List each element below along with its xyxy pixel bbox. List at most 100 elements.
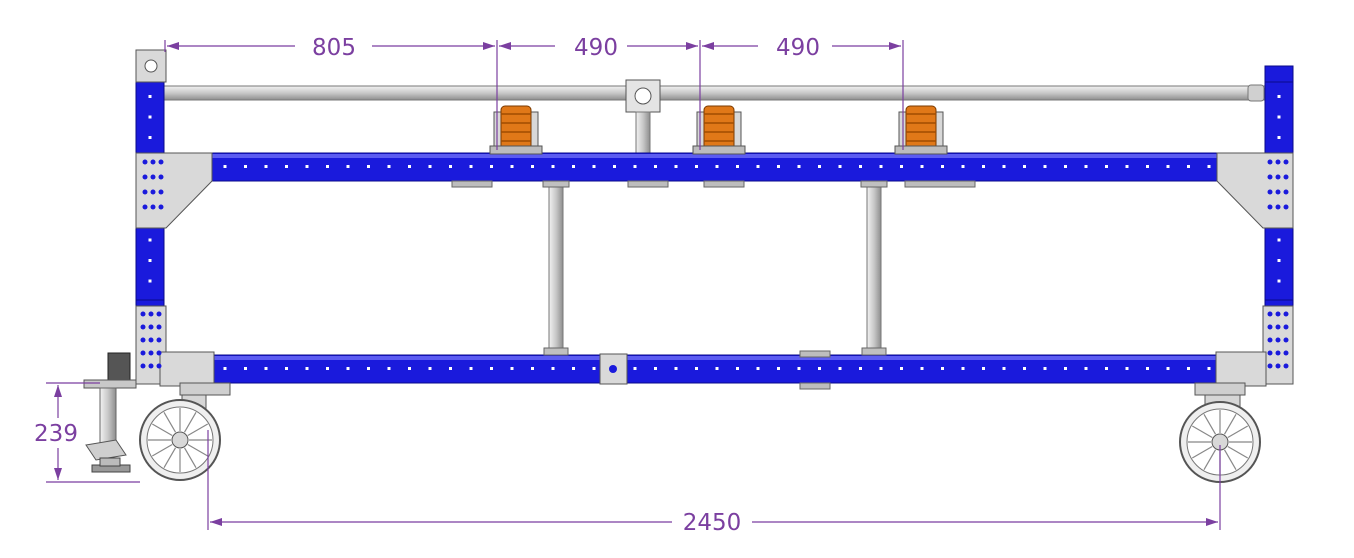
beam-hole	[982, 367, 985, 370]
wheel-spoke	[187, 443, 209, 457]
plate-hole	[1283, 189, 1289, 195]
beam-hole	[305, 367, 309, 370]
plate-hole	[148, 350, 154, 356]
upright-hole	[1277, 279, 1281, 283]
roller-base	[894, 145, 948, 155]
upright-hole	[148, 115, 152, 119]
plate-holes	[140, 159, 1289, 369]
plate-hole	[156, 337, 162, 343]
plate-hole	[1283, 311, 1289, 317]
beam-hole	[592, 165, 596, 168]
plate-hole	[1267, 174, 1273, 180]
plate-hole	[1283, 159, 1289, 165]
right-caster	[1179, 382, 1261, 483]
beam-hole	[346, 165, 350, 168]
plate-hole	[1267, 159, 1273, 165]
beam-hole	[449, 165, 452, 168]
plate-hole	[1275, 189, 1281, 195]
beam-hole	[408, 367, 411, 370]
plate-hole	[158, 204, 164, 210]
beam-hole	[859, 367, 862, 370]
beam-hole	[613, 165, 616, 168]
wheel-spoke	[163, 447, 177, 469]
handle-tube	[159, 85, 1266, 101]
beam-hole	[223, 367, 227, 370]
beam-hole	[756, 165, 760, 168]
beam-hole	[551, 367, 555, 370]
upright-hole	[1277, 238, 1281, 242]
plate-hole	[140, 350, 146, 356]
roller-blocks	[489, 105, 948, 155]
beam-hole	[244, 367, 247, 370]
plate-hole	[1267, 350, 1273, 356]
upright-hole	[1277, 136, 1281, 139]
beam-hole	[1166, 165, 1170, 168]
beam-hole	[1043, 165, 1047, 168]
plate-hole	[1283, 363, 1289, 369]
plate-hole	[1267, 204, 1273, 210]
beam-hole	[1146, 165, 1149, 168]
handle-end-cap	[1247, 84, 1265, 102]
beam-hole	[1002, 165, 1006, 168]
beam-hole	[1187, 165, 1190, 168]
plate-hole	[140, 363, 146, 369]
beam-hole	[592, 367, 596, 370]
plate-hole	[148, 363, 154, 369]
upright-hole	[148, 259, 152, 262]
lower-right-plate	[1262, 305, 1294, 385]
wheel-spoke	[151, 443, 173, 457]
beam-hole	[1125, 367, 1129, 370]
beam-hole	[387, 165, 391, 168]
beam-hole	[264, 367, 268, 370]
right-top-cap	[1264, 65, 1294, 83]
plate-hole	[150, 189, 156, 195]
wheel-spoke	[151, 423, 173, 437]
beam-hole	[285, 165, 288, 168]
plate-hole	[1275, 159, 1281, 165]
beam-hole	[920, 367, 924, 370]
beam-hole	[1105, 367, 1108, 370]
wheel-spoke	[1191, 425, 1213, 439]
upright-hole	[1277, 115, 1281, 119]
support-post-left-foot	[543, 347, 569, 356]
plate-hole	[142, 174, 148, 180]
wheel-spoke	[1227, 425, 1249, 439]
plate-hole	[150, 204, 156, 210]
dimension-arrows	[54, 42, 1218, 526]
beam-hole	[838, 165, 842, 168]
plate-hole	[148, 324, 154, 330]
lower-left-plate-2	[159, 351, 215, 387]
plate-hole	[1267, 311, 1273, 317]
beam-hole	[879, 165, 883, 168]
plate-hole	[158, 174, 164, 180]
beam-hole	[1043, 367, 1047, 370]
beam-hole	[531, 367, 534, 370]
beam-hole	[469, 367, 473, 370]
beam-hole	[941, 367, 944, 370]
center-post-upper	[635, 111, 651, 155]
beam-hole	[736, 165, 739, 168]
beam-hole	[838, 367, 842, 370]
plate-hole	[1275, 174, 1281, 180]
roller	[703, 105, 735, 151]
beam-hole	[1146, 367, 1149, 370]
beam-hole	[777, 367, 780, 370]
beam-hole	[428, 367, 432, 370]
beam-hole	[305, 165, 309, 168]
plate-hole	[1283, 324, 1289, 330]
beam-hole	[510, 367, 514, 370]
beam-hole	[387, 367, 391, 370]
plate-hole	[148, 337, 154, 343]
plate-hole	[1267, 189, 1273, 195]
beam-hole	[285, 367, 288, 370]
beam-hole	[961, 367, 965, 370]
plate-hole	[1275, 350, 1281, 356]
plate-hole	[156, 363, 162, 369]
beam-hole	[326, 165, 329, 168]
upright-hole	[148, 95, 152, 98]
left-top-plate-hole	[144, 59, 158, 73]
post-clamp-left	[542, 180, 570, 188]
wheel-spoke	[183, 447, 197, 469]
plate-hole	[158, 159, 164, 165]
